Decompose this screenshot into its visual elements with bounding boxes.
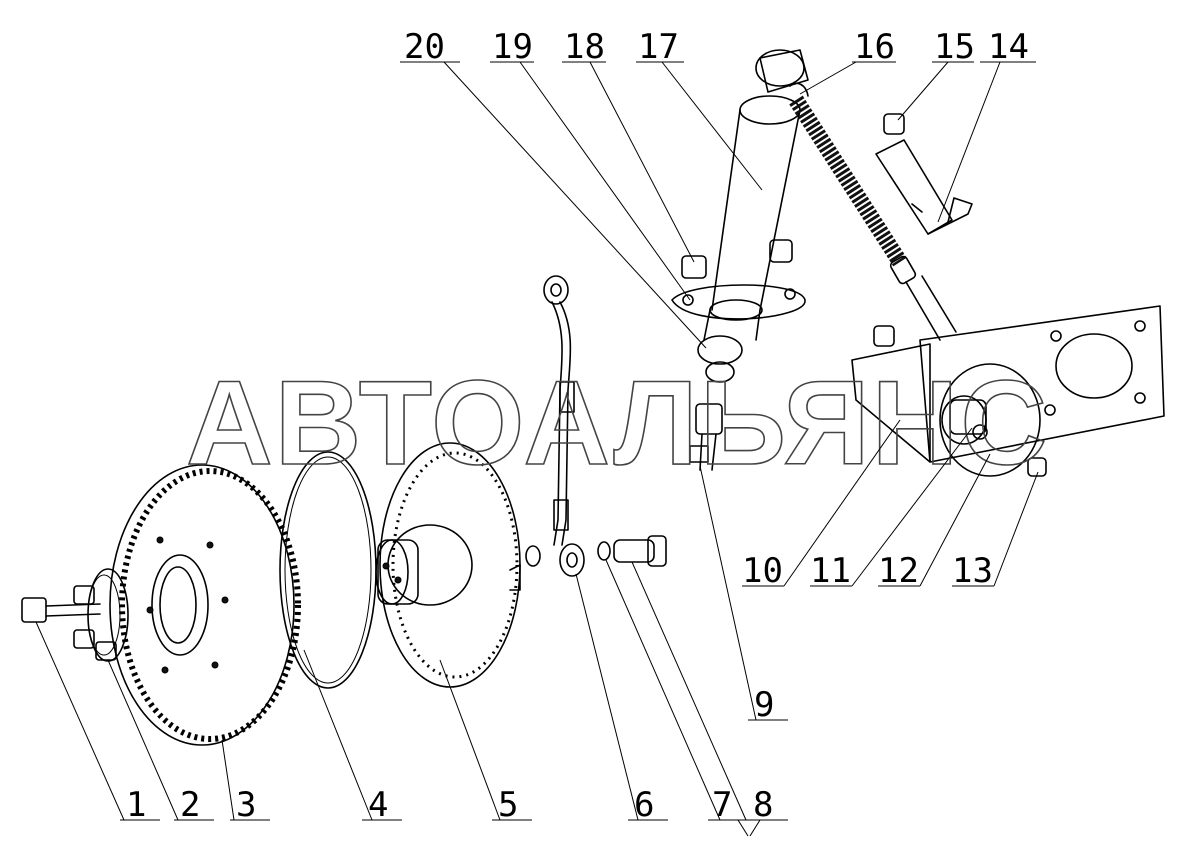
callout-7-8: 7 8: [712, 785, 773, 825]
part-oil-pipe: [525, 275, 585, 577]
callout-5: 5: [498, 785, 518, 825]
part-bolts-washer: [21, 568, 129, 662]
callout-17: 17: [638, 27, 679, 67]
part-cylinder: [671, 49, 809, 383]
callout-labels: 1 2 3 4 5 6 7 8 9 10 11 12 13 14 15 16 1…: [126, 27, 1029, 825]
callout-1: 1: [126, 785, 146, 825]
callout-6: 6: [634, 785, 654, 825]
part-flex-hose: [789, 82, 957, 341]
callout-20: 20: [404, 27, 445, 67]
callout-3: 3: [236, 785, 256, 825]
part-banjo-bolt: [597, 535, 667, 567]
callout-2: 2: [180, 785, 200, 825]
callout-15: 15: [934, 27, 975, 67]
callout-11: 11: [810, 551, 851, 591]
callout-12: 12: [878, 551, 919, 591]
part-pump-housing: [375, 442, 521, 688]
callout-10: 10: [742, 551, 783, 591]
part-nipple: [689, 403, 723, 471]
callout-18: 18: [564, 27, 605, 67]
callout-16: 16: [854, 27, 895, 67]
callout-14: 14: [988, 27, 1029, 67]
part-vacuum-pump: [851, 305, 1165, 477]
callout-9: 9: [754, 685, 774, 725]
watermark-text: АВТОАЛЬЯНС: [186, 356, 1049, 490]
callout-4: 4: [368, 785, 388, 825]
leader-lines: [35, 61, 1039, 837]
part-gear: [109, 464, 301, 746]
callout-13: 13: [952, 551, 993, 591]
part-bracket: [875, 113, 973, 235]
callout-19: 19: [492, 27, 533, 67]
